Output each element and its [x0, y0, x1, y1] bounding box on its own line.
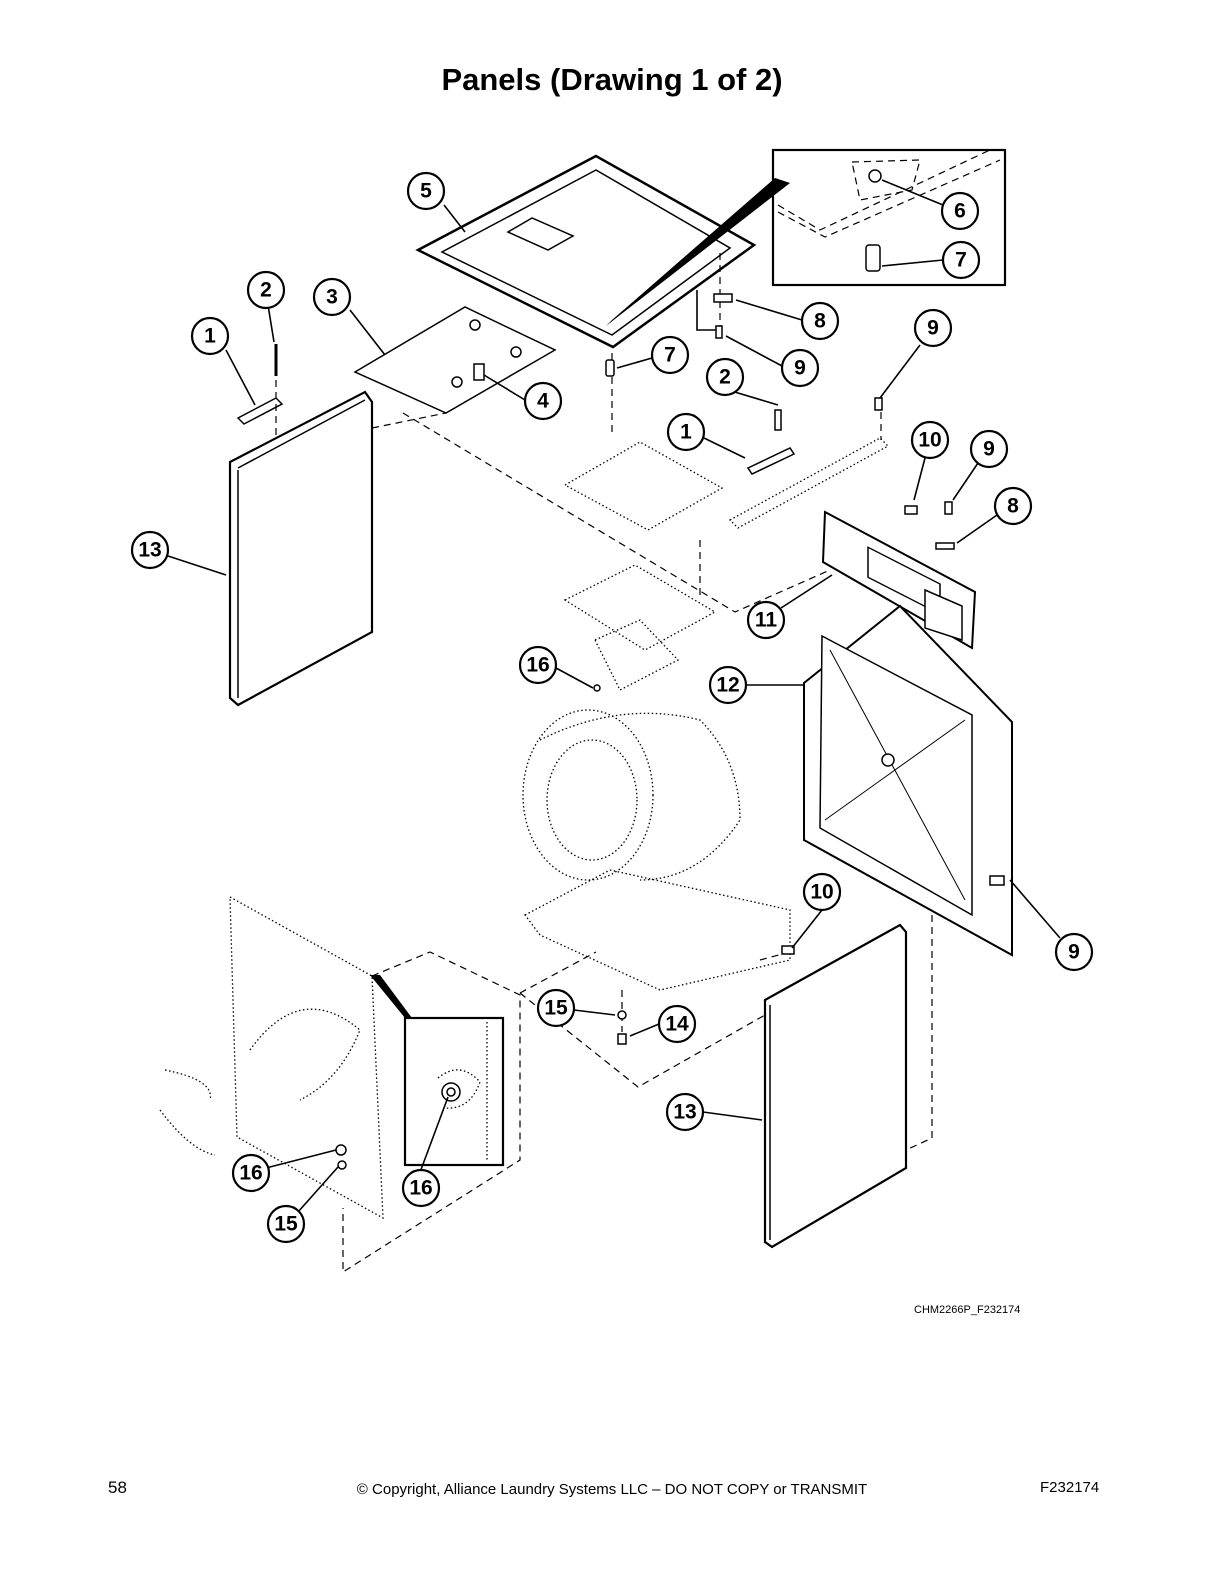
detail-inset-bottom: [370, 975, 505, 1167]
callout-3: 3: [312, 277, 352, 317]
callout-16-inset: 16: [401, 1168, 441, 1208]
callout-8-top: 8: [800, 301, 840, 341]
svg-text:12: 12: [716, 674, 739, 697]
right-side-panel-part: [763, 923, 908, 1249]
svg-text:9: 9: [794, 357, 806, 380]
svg-text:16: 16: [409, 1177, 432, 1200]
callout-leaders: [167, 179, 1061, 1213]
rear-panel-part: [803, 604, 1013, 957]
svg-text:2: 2: [260, 279, 272, 302]
callout-6: 6: [940, 191, 980, 231]
copyright-notice: © Copyright, Alliance Laundry Systems LL…: [356, 1481, 868, 1498]
callout-16-center: 16: [518, 645, 558, 685]
page-number: 58: [108, 1478, 127, 1497]
callout-1-left: 1: [190, 316, 230, 356]
callout-8-control: 8: [993, 486, 1033, 526]
svg-text:1: 1: [680, 421, 692, 444]
drum-assembly-part: [522, 709, 791, 991]
left-side-panel-part: [228, 390, 374, 707]
svg-text:9: 9: [927, 317, 939, 340]
callout-15-center: 15: [536, 988, 576, 1028]
center-bracket-part: [563, 441, 724, 691]
svg-text:8: 8: [814, 310, 826, 333]
svg-text:2: 2: [719, 366, 731, 389]
callout-10-bottom: 10: [802, 872, 842, 912]
svg-text:16: 16: [526, 654, 549, 677]
svg-text:3: 3: [326, 286, 338, 309]
control-panel-part: [728, 412, 977, 650]
callout-16-front: 16: [231, 1153, 271, 1193]
svg-text:9: 9: [983, 438, 995, 461]
callout-13-left: 13: [130, 530, 170, 570]
callout-14: 14: [657, 1004, 697, 1044]
svg-text:9: 9: [1068, 941, 1080, 964]
callout-9-control: 9: [969, 429, 1009, 469]
callout-1-right: 1: [666, 412, 706, 452]
inner-top-plate-part: [353, 306, 557, 414]
svg-text:10: 10: [918, 429, 941, 452]
svg-text:4: 4: [537, 390, 549, 413]
callout-2-left: 2: [246, 270, 286, 310]
callout-12: 12: [708, 665, 748, 705]
fasteners: [335, 293, 1005, 1170]
svg-text:11: 11: [755, 609, 778, 632]
svg-text:10: 10: [810, 881, 833, 904]
drawing-number: CHM2266P_F232174: [914, 1304, 1021, 1316]
callout-7: 7: [650, 335, 690, 375]
top-panel-part: [415, 154, 757, 349]
callout-9-rear: 9: [1054, 932, 1094, 972]
callout-13-right: 13: [665, 1092, 705, 1132]
callout-4: 4: [523, 381, 563, 421]
front-panel-part: [159, 895, 384, 1220]
callout-15-front: 15: [266, 1204, 306, 1244]
callout-11: 11: [746, 600, 786, 640]
svg-text:6: 6: [954, 200, 966, 223]
callout-10-top: 10: [910, 420, 950, 460]
svg-text:14: 14: [665, 1013, 689, 1036]
svg-text:8: 8: [1007, 495, 1019, 518]
form-number: F232174: [1040, 1479, 1100, 1496]
svg-text:15: 15: [274, 1213, 298, 1236]
svg-text:15: 15: [544, 997, 568, 1020]
callout-9-right: 9: [913, 308, 953, 348]
svg-text:13: 13: [673, 1101, 696, 1124]
svg-text:1: 1: [204, 325, 216, 348]
page-title: Panels (Drawing 1 of 2): [441, 62, 783, 97]
callout-5: 5: [406, 171, 446, 211]
callout-7-inset: 7: [941, 240, 981, 280]
svg-text:13: 13: [138, 539, 161, 562]
svg-text:7: 7: [955, 249, 967, 272]
left-clip-part: [236, 344, 284, 440]
svg-text:16: 16: [239, 1162, 262, 1185]
svg-text:5: 5: [420, 180, 432, 203]
callout-9-top: 9: [780, 348, 820, 388]
svg-text:7: 7: [664, 344, 676, 367]
callout-2-right: 2: [705, 357, 745, 397]
